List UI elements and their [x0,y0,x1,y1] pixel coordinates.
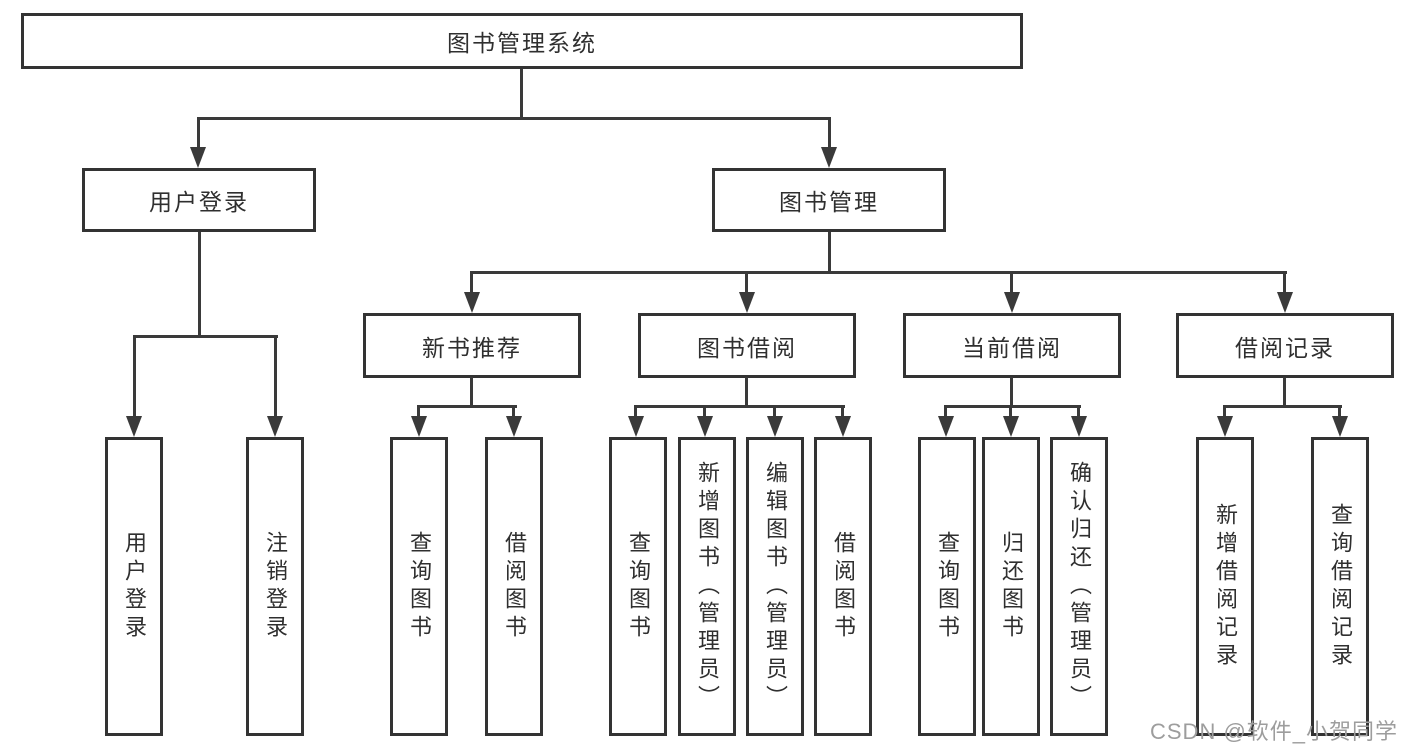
connector-line [828,232,831,273]
connector-line [745,271,748,296]
connector-line [470,271,473,296]
connector-line [1223,405,1342,408]
arrowhead-icon [1217,416,1233,437]
connector-line [1010,271,1013,296]
node-book-management: 图书管理 [712,168,946,232]
arrowhead-icon [411,416,427,437]
arrowhead-icon [821,147,837,168]
connector-line [197,117,831,120]
leaf-edit-book-admin: 编辑图书（管理员） [746,437,804,736]
leaf-query-book-borrow: 查询图书 [609,437,667,736]
connector-line [512,405,515,421]
connector-line [133,335,278,338]
connector-line [1077,405,1080,421]
connector-line [944,405,1081,408]
connector-line [1283,271,1286,296]
node-new-book-recommend: 新书推荐 [363,313,581,378]
connector-line [417,405,420,421]
arrowhead-icon [506,416,522,437]
leaf-add-borrow-record: 新增借阅记录 [1196,437,1254,736]
leaf-user-login: 用户登录 [105,437,163,736]
arrowhead-icon [1332,416,1348,437]
connector-line [1009,405,1012,421]
connector-line [745,377,748,408]
leaf-confirm-return-admin: 确认归还（管理员） [1050,437,1108,736]
leaf-borrow-book-recommend: 借阅图书 [485,437,543,736]
leaf-borrow-book: 借阅图书 [814,437,872,736]
arrowhead-icon [835,416,851,437]
node-current-borrow: 当前借阅 [903,313,1121,378]
connector-line [634,405,637,421]
connector-line [1338,405,1341,421]
connector-line [470,271,1287,274]
leaf-add-book-admin: 新增图书（管理员） [678,437,736,736]
connector-line [1010,377,1013,408]
connector-line [520,69,523,119]
connector-line [841,405,844,421]
leaf-query-book-current: 查询图书 [918,437,976,736]
arrowhead-icon [1003,416,1019,437]
arrowhead-icon [1004,292,1020,313]
arrowhead-icon [1071,416,1087,437]
arrowhead-icon [628,416,644,437]
connector-line [133,335,136,420]
arrowhead-icon [697,416,713,437]
leaf-query-borrow-record: 查询借阅记录 [1311,437,1369,736]
node-user-login: 用户登录 [82,168,316,232]
arrowhead-icon [767,416,783,437]
arrowhead-icon [739,292,755,313]
connector-line [470,377,473,408]
connector-line [773,405,776,421]
connector-line [197,117,200,150]
connector-line [1223,405,1226,421]
connector-line [703,405,706,421]
node-root-system: 图书管理系统 [21,13,1023,69]
connector-line [1283,377,1286,408]
connector-line [828,117,831,150]
connector-line [944,405,947,421]
node-book-borrow: 图书借阅 [638,313,856,378]
node-borrow-records: 借阅记录 [1176,313,1394,378]
arrowhead-icon [1277,292,1293,313]
connector-line [634,405,845,408]
connector-line [417,405,517,408]
arrowhead-icon [190,147,206,168]
arrowhead-icon [267,416,283,437]
arrowhead-icon [126,416,142,437]
leaf-query-book-recommend: 查询图书 [390,437,448,736]
arrowhead-icon [938,416,954,437]
leaf-logout: 注销登录 [246,437,304,736]
connector-line [198,232,201,338]
watermark: CSDN @软件_小贺同学 [1150,719,1399,744]
leaf-return-book: 归还图书 [982,437,1040,736]
connector-line [274,335,277,420]
arrowhead-icon [464,292,480,313]
